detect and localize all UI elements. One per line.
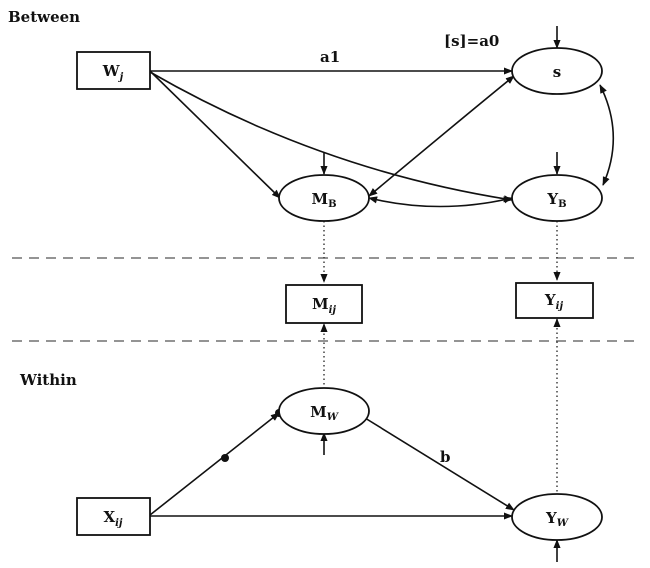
section-label-within: Within bbox=[19, 371, 77, 389]
node-xij: Xij bbox=[76, 497, 151, 536]
section-label-between: Between bbox=[8, 8, 80, 26]
random-slope-dot-xij-mw bbox=[221, 454, 229, 462]
edge-s-yb-covariance bbox=[599, 84, 615, 186]
edge-xij-to-mw bbox=[149, 412, 280, 516]
node-yw: YW bbox=[511, 493, 603, 541]
svg-text:MB: MB bbox=[311, 190, 336, 210]
edge-label-b: b bbox=[440, 448, 451, 466]
edge-label-constraint: [s]=a0 bbox=[444, 32, 499, 50]
node-yb: YB bbox=[511, 174, 603, 222]
edge-mw-to-yw bbox=[364, 417, 515, 511]
node-s: s bbox=[511, 47, 603, 95]
node-mb: MB bbox=[278, 174, 370, 222]
edge-wj-to-mb bbox=[149, 70, 281, 199]
svg-text:Mij: Mij bbox=[312, 295, 336, 316]
svg-text:s: s bbox=[553, 63, 561, 81]
edge-mb-yb-covariance bbox=[368, 196, 513, 208]
svg-text:Wj: Wj bbox=[102, 62, 124, 83]
edge-mb-s-covariance bbox=[368, 75, 515, 197]
svg-text:YB: YB bbox=[546, 190, 566, 210]
node-yij: Yij bbox=[515, 282, 594, 319]
node-wj: Wj bbox=[76, 51, 151, 90]
edge-label-a1: a1 bbox=[320, 48, 340, 66]
svg-text:YW: YW bbox=[545, 509, 570, 529]
svg-text:Yij: Yij bbox=[544, 291, 564, 312]
node-mij: Mij bbox=[285, 284, 363, 324]
svg-text:Xij: Xij bbox=[103, 508, 122, 529]
svg-text:MW: MW bbox=[310, 403, 340, 423]
node-mw: MW bbox=[278, 387, 370, 435]
